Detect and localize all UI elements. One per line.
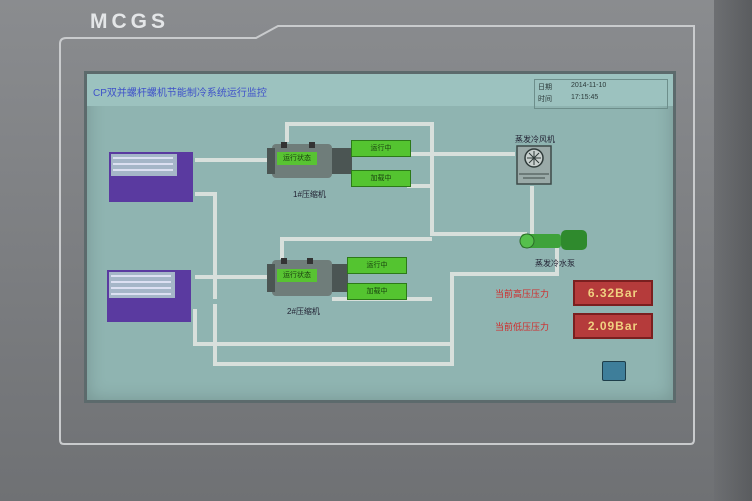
pipe-comp2-top [280,237,432,259]
time-label: 时间 [538,96,552,103]
pipe-evap1-down [195,192,217,299]
bezel-right-edge [714,0,752,501]
pump-graphic [519,230,587,250]
high-pressure-label: 当前高压压力 [495,289,550,299]
pipe-pump-return [213,244,559,366]
date-value: 2014-11-10 [571,82,607,89]
low-pressure-label: 当前低压压力 [495,322,550,332]
screen-title: CP双并螺杆螺机节能制冷系统运行监控 [93,88,267,99]
cooling-fan-graphic [516,145,552,185]
pump-label: 蒸发冷水泵 [535,259,575,268]
time-value: 17:15:45 [571,94,599,101]
low-pressure-value: 2.09Bar [573,313,653,339]
date-label: 日期 [538,84,552,91]
cooling-fan-label: 蒸发冷风机 [515,135,555,144]
evaporator-2 [107,270,191,322]
hmi-screen: CP双并螺杆螺机节能制冷系统运行监控 日期 2014-11-10 时间 17:1… [84,71,676,403]
compressor-1-tag: 运行状态 [277,152,317,165]
compressor-1-label: 1#压缩机 [293,190,326,199]
screen-nav-icon[interactable] [602,361,626,381]
compressor-1-status-loading: 加载中 [351,170,411,187]
brand-logo: MCGS [90,10,169,33]
compressor-2-tag: 运行状态 [277,269,317,282]
high-pressure-value: 6.32Bar [573,280,653,306]
compressor-2-status-running: 运行中 [347,257,407,274]
bezel-frame-line [58,24,698,446]
pipe-bottom-return [193,309,452,346]
datetime-panel: 日期 2014-11-10 时间 17:15:45 [534,79,668,109]
compressor-2-status-loading: 加载中 [347,283,407,300]
evaporator-1 [109,152,193,202]
pipe-right-vertical [430,186,527,236]
pipe-comp1-top-loop [285,122,434,188]
compressor-1-status-running: 运行中 [351,140,411,157]
process-diagram [107,122,587,366]
compressor-2-label: 2#压缩机 [287,307,320,316]
